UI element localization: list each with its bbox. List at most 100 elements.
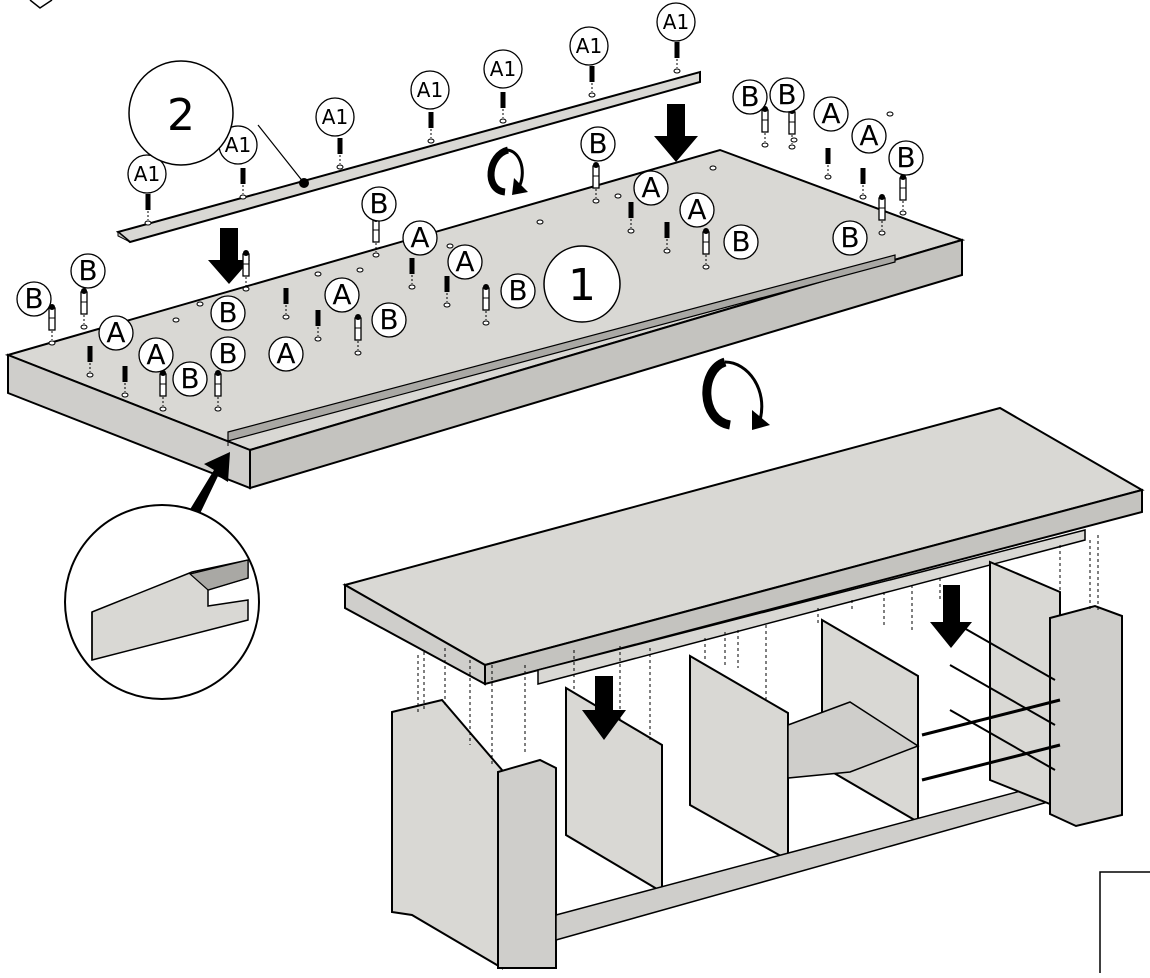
hardware-label-b: B (500, 273, 536, 309)
svg-text:A: A (332, 278, 351, 311)
hardware-label-a: A (268, 336, 304, 372)
cabinet-frame (342, 406, 1145, 970)
svg-text:A1: A1 (576, 34, 602, 58)
dowel-pin-icon (144, 194, 152, 226)
hole-icon (172, 317, 180, 323)
hole-icon (536, 219, 544, 225)
hardware-label-a: A (324, 277, 360, 313)
hole-icon (356, 267, 364, 273)
cam-bolt-icon (761, 106, 769, 148)
dowel-pin-icon (588, 66, 596, 98)
dowel-pin-icon (427, 112, 435, 144)
svg-text:A: A (455, 245, 474, 278)
svg-text:B: B (740, 80, 759, 113)
hardware-pins (48, 42, 907, 412)
down-arrow-icon (582, 676, 626, 740)
svg-text:A1: A1 (322, 105, 348, 129)
dowel-guide-lines (417, 535, 1099, 765)
cam-bolt-icon (482, 284, 490, 326)
dowel-pin-icon (443, 276, 451, 308)
hole-icon (314, 271, 322, 277)
dowel-pin-icon (627, 202, 635, 234)
hardware-label-a1: A1 (569, 26, 609, 66)
strip-2 (115, 70, 701, 244)
svg-text:A: A (106, 316, 125, 349)
step-marker-1: 1 (543, 245, 621, 323)
cam-bolt-icon (80, 288, 88, 330)
hardware-label-b: B (210, 336, 246, 372)
detail-arrow-icon (186, 452, 230, 522)
hardware-label-b: B (832, 220, 868, 256)
svg-text:A1: A1 (490, 57, 516, 81)
step-label-2: 2 (167, 90, 195, 141)
dowel-pin-icon (499, 92, 507, 124)
hardware-label-a: A (447, 244, 483, 280)
hardware-label-b: B (888, 140, 924, 176)
svg-text:B: B (218, 337, 237, 370)
svg-text:A: A (276, 337, 295, 370)
svg-text:A1: A1 (663, 10, 689, 34)
hardware-label-a: A (851, 118, 887, 154)
cam-bolt-icon (354, 314, 362, 356)
svg-text:B: B (896, 141, 915, 174)
svg-text:B: B (180, 362, 199, 395)
down-arrow-icon (208, 228, 250, 284)
svg-text:B: B (731, 225, 750, 258)
svg-text:B: B (508, 274, 527, 307)
dowel-pin-icon (824, 148, 832, 180)
hardware-label-b: B (723, 224, 759, 260)
hardware-label-a1: A1 (656, 2, 696, 42)
hole-icon (886, 111, 894, 117)
dowel-pin-icon (673, 42, 681, 74)
hardware-label-b: B (70, 253, 106, 289)
hardware-label-b: B (371, 302, 407, 338)
svg-text:B: B (777, 78, 796, 111)
svg-text:B: B (24, 282, 43, 315)
svg-text:A: A (641, 171, 660, 204)
svg-text:B: B (78, 254, 97, 287)
hole-icon (614, 193, 622, 199)
svg-text:A1: A1 (225, 133, 251, 157)
page-corner-bracket (1099, 871, 1150, 973)
svg-text:A: A (687, 193, 706, 226)
hardware-label-b: B (210, 295, 246, 331)
magnifier-circle-icon (64, 504, 260, 700)
rotate-icon (487, 146, 528, 196)
hardware-label-a1: A1 (483, 49, 523, 89)
hardware-label-b: B (580, 126, 616, 162)
dowel-pin-icon (859, 168, 867, 200)
hardware-label-a1: A1 (410, 70, 450, 110)
step-marker-2: 2 (128, 60, 234, 166)
down-arrow-icon (930, 585, 972, 648)
hole-icon (446, 243, 454, 249)
hole-icon (790, 137, 798, 143)
hardware-label-b: B (16, 281, 52, 317)
hardware-label-b: B (172, 361, 208, 397)
svg-text:A1: A1 (134, 162, 160, 186)
hardware-label-a: A (402, 220, 438, 256)
down-arrow-icon (654, 104, 698, 162)
cam-bolt-icon (702, 228, 710, 270)
dowel-pin-icon (86, 346, 94, 378)
cam-bolt-icon (214, 370, 222, 412)
svg-text:B: B (588, 127, 607, 160)
step-label-1: 1 (568, 260, 596, 311)
svg-text:B: B (840, 221, 859, 254)
hardware-label-a: A (633, 170, 669, 206)
dowel-pin-icon (408, 258, 416, 290)
corner-fragment (29, 0, 53, 9)
hardware-label-b: B (769, 77, 805, 113)
hardware-label-a: A (679, 192, 715, 228)
cam-bolt-icon (242, 250, 250, 292)
dowel-pin-icon (239, 168, 247, 200)
cam-bolt-icon (878, 194, 886, 236)
hardware-label-a1: A1 (315, 97, 355, 137)
dowel-pin-icon (282, 288, 290, 320)
svg-text:A: A (821, 97, 840, 130)
hardware-label-a: A (138, 337, 174, 373)
hardware-label-b: B (732, 79, 768, 115)
svg-text:A: A (859, 119, 878, 152)
